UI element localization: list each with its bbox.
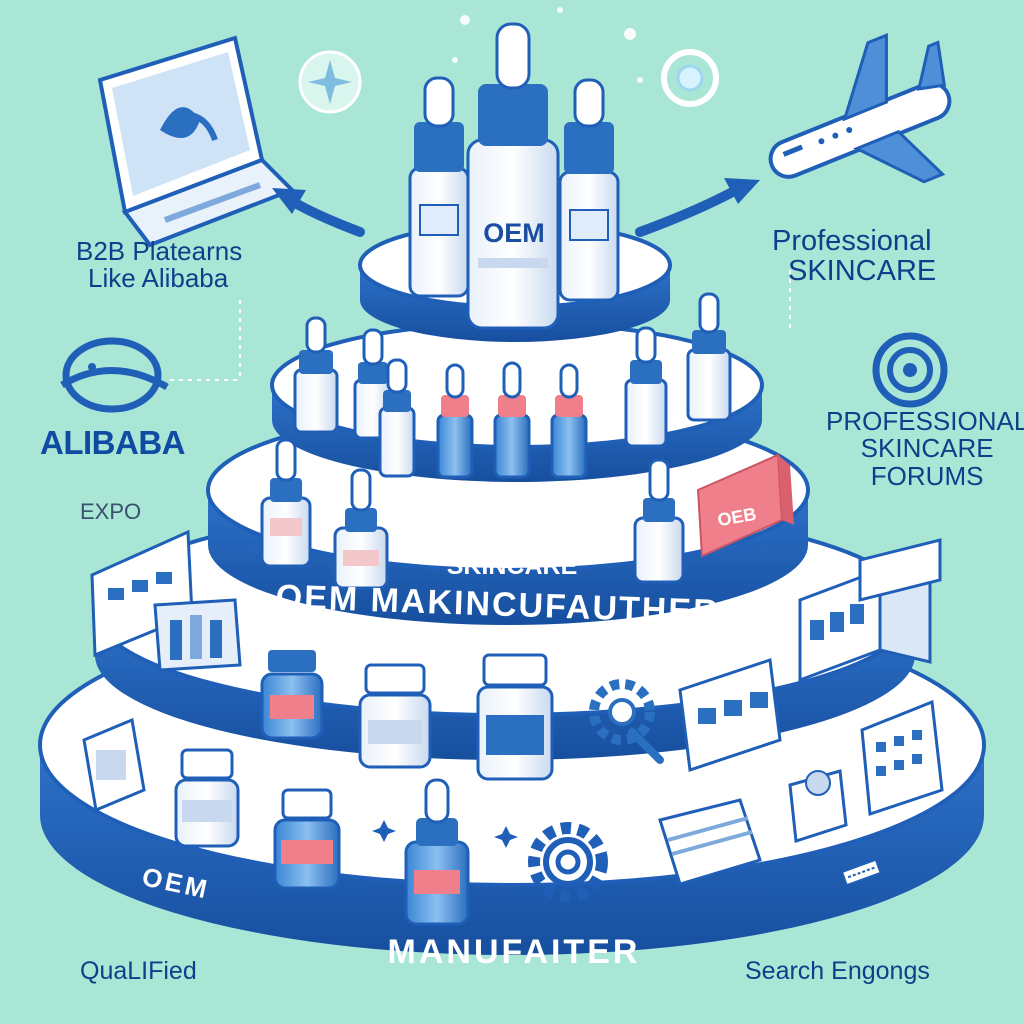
expo-label: EXPO xyxy=(80,499,142,524)
alibaba-label: ALIBABA xyxy=(40,424,185,461)
gear-icon xyxy=(528,822,608,902)
small-tag-icon xyxy=(840,858,882,887)
search-engines-label: Search Engongs xyxy=(745,957,930,985)
forums-line-3: FORUMS xyxy=(870,460,984,491)
top-dropper-bottles xyxy=(408,22,620,330)
airplane-icon xyxy=(768,32,952,184)
top-bottle-oem-text: OEM xyxy=(483,218,545,248)
forum-ring-icon xyxy=(872,332,948,408)
sparkle-decorations xyxy=(452,7,643,83)
lower-tier-products xyxy=(82,650,554,926)
dropper-bottle-right xyxy=(558,78,620,302)
professional-line-1: Professional xyxy=(772,225,932,257)
right-side-boxes xyxy=(658,538,944,886)
upper-tier-bottles xyxy=(293,292,732,479)
star-decorations xyxy=(372,820,518,848)
tier-label-skincare: SKINCARE xyxy=(446,552,578,580)
professional-skincare-label: Professional SKINCARE xyxy=(772,226,936,287)
dropper-bottle-center xyxy=(466,22,560,330)
qualified-label: QuaLIFied xyxy=(80,957,197,985)
dropper-bottle-left xyxy=(408,76,470,298)
forums-line-1: PROFESSIONAL xyxy=(826,406,1024,436)
display-panels-left xyxy=(90,529,242,672)
alibaba-ring-logo-icon xyxy=(60,337,169,413)
professional-line-2: SKINCARE xyxy=(788,255,937,288)
b2b-line-1: B2B Platearns xyxy=(76,236,243,266)
arrow-head-left xyxy=(272,188,306,214)
wrench-gear-icon xyxy=(589,679,664,764)
tier-label-oem: OEM xyxy=(465,506,559,548)
sparkle-ring-icon xyxy=(661,49,719,107)
middle-tier-bottles xyxy=(260,438,794,590)
dotted-connectors xyxy=(170,270,791,381)
b2b-line-2: Like Alibaba xyxy=(88,263,229,294)
skincare-forums-label: PROFESSIONAL SKINCARE FORUMS xyxy=(826,406,1024,491)
forums-line-2: SKINCARE xyxy=(860,433,994,464)
pink-box xyxy=(696,453,794,558)
b2b-platforms-label: B2B Platearns Like Alibaba xyxy=(76,236,243,294)
laptop-icon xyxy=(97,35,296,248)
tier-label-bottom-manufacturer: MANUFAITER xyxy=(387,933,641,971)
arrow-head-right xyxy=(724,178,760,204)
flower-icon xyxy=(298,50,362,114)
